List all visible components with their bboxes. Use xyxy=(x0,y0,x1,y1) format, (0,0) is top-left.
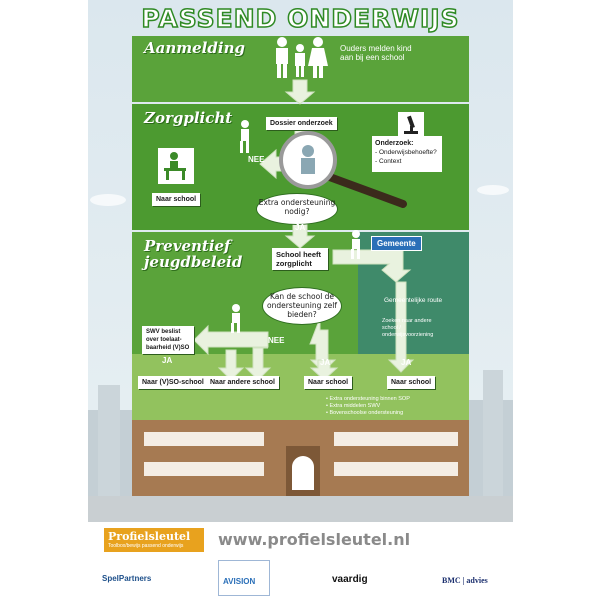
walking-person-icon xyxy=(240,120,249,153)
naar-school-top-box: Naar school xyxy=(152,193,201,206)
ja-label-left: JA xyxy=(162,356,173,365)
window-row xyxy=(144,462,264,476)
naar-andere-box: Naar andere school xyxy=(206,376,279,389)
window-row xyxy=(334,462,458,476)
vaardig-logo[interactable]: vaardig xyxy=(332,574,368,585)
section-label-preventief: Preventief xyxy=(144,237,231,255)
bmc-logo[interactable]: BMC | advies xyxy=(442,576,488,585)
list-item: • Extra middelen SWV xyxy=(326,403,381,409)
brand-name: Profielsleutel xyxy=(108,530,191,543)
nee-label-top: NEE xyxy=(248,155,265,164)
skyline xyxy=(88,185,513,500)
profielsleutel-logo[interactable]: Profielsleutel Toolbox/bewijs passend on… xyxy=(104,528,204,552)
website-link[interactable]: www.profielsleutel.nl xyxy=(218,530,411,549)
dossier-box: Dossier onderzoek xyxy=(266,117,337,130)
walking-person-icon-3 xyxy=(231,304,240,333)
ouders-text: Ouders melden kind aan bij een school xyxy=(340,44,412,62)
onderzoek-item2: - Context xyxy=(375,158,402,165)
avision-logo[interactable]: AVISION xyxy=(218,560,270,596)
window-row xyxy=(144,432,264,446)
kan-school-bubble: Kan de school de ondersteuning zelf bied… xyxy=(262,287,342,325)
onderzoek-box xyxy=(372,136,442,172)
ja-label-top: JA xyxy=(295,223,306,232)
ja-label-right: JA xyxy=(401,358,412,367)
list-item: • Bovenschoolse ondersteuning xyxy=(326,410,404,416)
gemeentelijke-route: Gemeentelijke route xyxy=(384,297,443,304)
avision-logo-text: AVISION xyxy=(223,577,256,586)
onderzoek-title: Onderzoek: xyxy=(375,140,414,147)
naar-vso-box: Naar (V)SO-school xyxy=(138,376,208,389)
ground xyxy=(88,496,513,524)
section-label-zorgplicht: Zorgplicht xyxy=(144,109,233,127)
zoeken-text: Zoeken naar andere school / onderwijsvoo… xyxy=(382,318,434,338)
naar-school-right-box: Naar school xyxy=(387,376,436,389)
swv-box: SWV beslist over toelaat-baarheid (V)SO xyxy=(142,326,194,354)
section-label-jeugdbeleid: jeugdbeleid xyxy=(144,253,243,271)
gemeente-badge: Gemeente xyxy=(371,236,422,251)
student-desk-icon xyxy=(158,148,194,184)
microscope-icon xyxy=(398,112,424,138)
spelpartners-logo[interactable]: SpelPartners xyxy=(102,574,152,583)
section-label-aanmelding: Aanmelding xyxy=(144,39,245,57)
magnifier-icon xyxy=(279,131,407,208)
list-item: • Extra ondersteuning binnen SOP xyxy=(326,396,410,402)
naar-school-center-box: Naar school xyxy=(304,376,353,389)
ja-label-center: JA xyxy=(320,358,331,367)
zorgplicht-box: School heeft zorgplicht xyxy=(272,248,328,270)
poster-title: PASSEND ONDERWIJS xyxy=(141,3,460,34)
onderzoek-item1: - Onderwijsbehoefte? xyxy=(375,149,437,156)
extra-ondersteuning-bubble: Extra ondersteuning nodig? xyxy=(256,193,338,225)
poster: PASSEND ONDERWIJS xyxy=(88,0,513,600)
family-icon xyxy=(276,37,328,78)
window-row xyxy=(334,432,458,446)
school-door-window xyxy=(292,456,314,490)
walking-person-icon-2 xyxy=(351,230,360,259)
ondersteuning-list: • Extra ondersteuning binnen SOP • Extra… xyxy=(326,396,410,417)
nee-label-mid: NEE xyxy=(268,336,285,345)
brand-subtitle: Toolbox/bewijs passend onderwijs xyxy=(108,543,184,549)
